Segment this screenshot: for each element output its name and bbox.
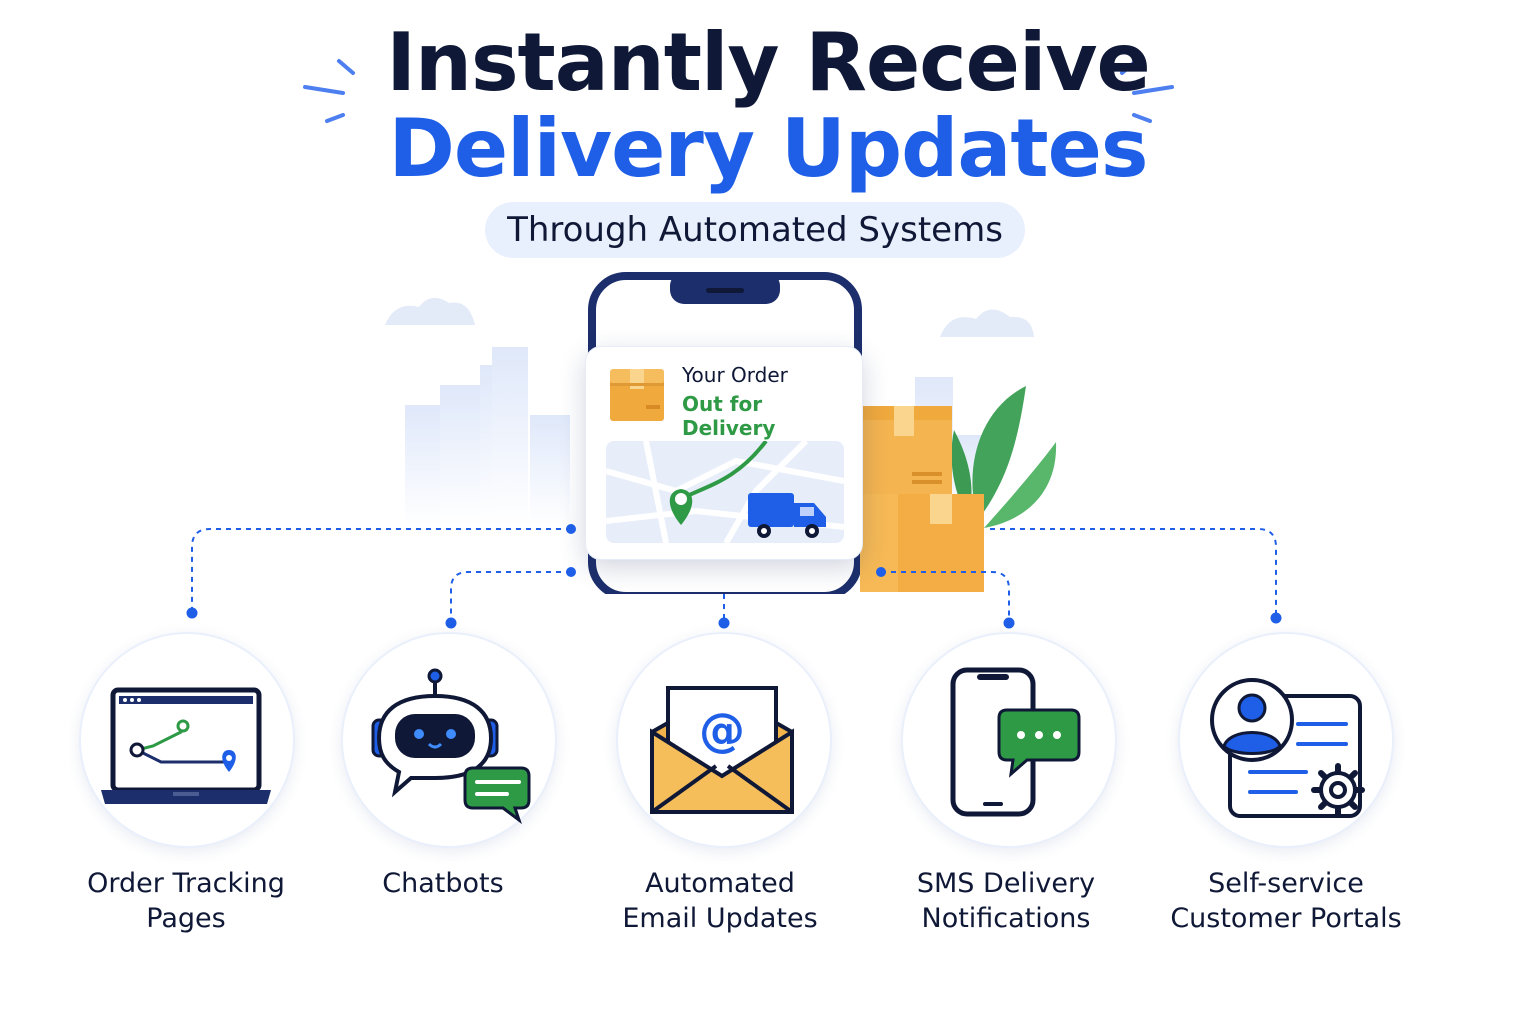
- caption-email-updates-line2: Email Updates: [622, 903, 818, 934]
- caption-customer-portals-line1: Self-service: [1208, 868, 1364, 899]
- card-order-label: Your Order: [682, 363, 788, 387]
- caption-sms-notifications-line1: SMS Delivery: [916, 868, 1096, 899]
- laptop-map-icon: [101, 687, 271, 804]
- route-map-icon: [606, 441, 844, 543]
- title-line2: Delivery Updates: [388, 102, 1149, 195]
- card-delivery-status: Out for Delivery: [682, 392, 776, 440]
- subtitle-pill: Through Automated Systems: [485, 202, 1025, 258]
- caption-order-tracking-line2: Pages: [146, 903, 226, 934]
- caption-order-tracking: Order Tracking Pages: [56, 866, 316, 936]
- caption-order-tracking-line1: Order Tracking: [87, 868, 285, 899]
- caption-email-updates-line1: Automated: [645, 868, 795, 899]
- user-portal-icon: [1210, 678, 1365, 818]
- channel-email-updates[interactable]: @: [616, 632, 832, 848]
- caption-sms-notifications-line2: Notifications: [921, 903, 1091, 934]
- package-box-icon: [610, 369, 664, 421]
- channel-order-tracking[interactable]: [79, 632, 295, 848]
- caption-customer-portals: Self-service Customer Portals: [1156, 866, 1416, 936]
- caption-sms-notifications: SMS Delivery Notifications: [876, 866, 1136, 936]
- envelope-at-icon: @: [650, 686, 794, 814]
- title-line1: Instantly Receive: [386, 16, 1151, 109]
- order-status-card[interactable]: Your Order Out for Delivery: [585, 346, 863, 560]
- packages-plant-illustration: [860, 386, 1057, 592]
- channel-customer-portals[interactable]: [1178, 632, 1394, 848]
- sparkle-right-icon: [1120, 59, 1174, 123]
- robot-chat-icon: [371, 668, 531, 825]
- caption-email-updates: Automated Email Updates: [590, 866, 850, 936]
- caption-chatbots-line1: Chatbots: [382, 868, 504, 899]
- svg-text:@: @: [699, 703, 745, 757]
- sparkle-left-icon: [303, 59, 355, 123]
- phone-message-icon: [950, 667, 1081, 817]
- caption-chatbots: Chatbots: [313, 866, 573, 901]
- channel-sms-notifications[interactable]: [901, 632, 1117, 848]
- caption-customer-portals-line2: Customer Portals: [1170, 903, 1402, 934]
- channel-chatbots[interactable]: [341, 632, 557, 848]
